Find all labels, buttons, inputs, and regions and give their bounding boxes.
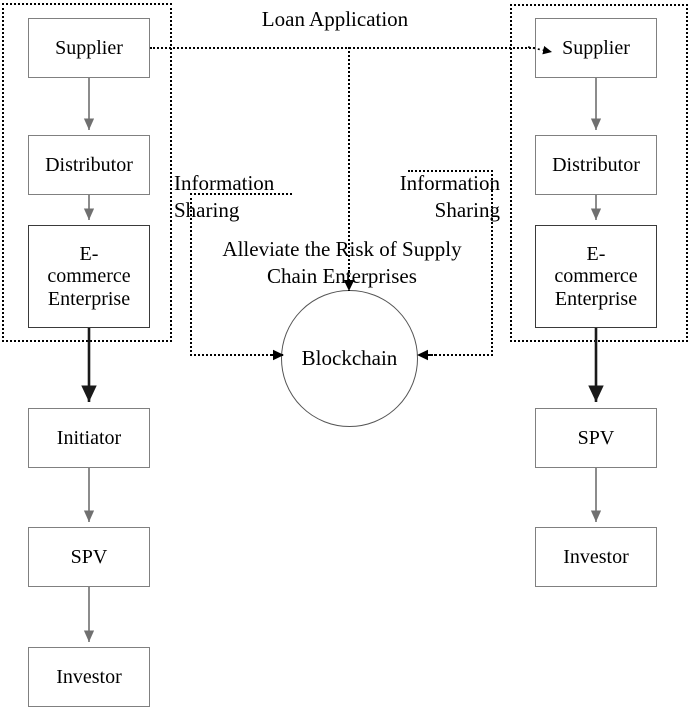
node-right-ecommerce-enterprise[interactable]: E- commerce Enterprise — [535, 225, 657, 328]
node-label: Investor — [56, 665, 122, 688]
label-information-sharing-right: Information Sharing — [399, 171, 500, 223]
node-label: Investor — [563, 545, 629, 568]
arrow-loan-application-to-right-supplier — [527, 45, 553, 55]
node-right-spv[interactable]: SPV — [535, 408, 657, 468]
label-loan-application: Loan Application — [261, 7, 409, 31]
loan-application-path-vertical — [348, 47, 350, 289]
node-right-investor[interactable]: Investor — [535, 527, 657, 587]
node-label: Distributor — [552, 153, 640, 176]
node-label: Supplier — [55, 36, 123, 59]
node-left-investor[interactable]: Investor — [28, 647, 150, 707]
node-label: Distributor — [45, 153, 133, 176]
supply-chain-group-left — [2, 3, 172, 342]
node-left-ecommerce-enterprise[interactable]: E- commerce Enterprise — [28, 225, 150, 328]
node-blockchain[interactable]: Blockchain — [281, 290, 418, 427]
node-right-supplier[interactable]: Supplier — [535, 18, 657, 78]
node-left-spv[interactable]: SPV — [28, 527, 150, 587]
label-information-sharing-left: Information Sharing — [174, 171, 275, 223]
node-left-supplier[interactable]: Supplier — [28, 18, 150, 78]
node-right-distributor[interactable]: Distributor — [535, 135, 657, 195]
node-label: Initiator — [56, 426, 122, 449]
node-label: SPV — [70, 545, 108, 568]
node-label: E- commerce Enterprise — [554, 242, 638, 310]
node-left-distributor[interactable]: Distributor — [28, 135, 150, 195]
node-label: Blockchain — [301, 346, 398, 370]
node-label: E- commerce Enterprise — [47, 242, 131, 310]
node-left-initiator[interactable]: Initiator — [28, 408, 150, 468]
supply-chain-group-right — [510, 4, 688, 342]
information-sharing-path-left — [190, 193, 292, 356]
label-alleviate-risk-note: Alleviate the Risk of Supply Chain Enter… — [222, 237, 462, 289]
information-sharing-path-right — [408, 170, 493, 356]
node-label: SPV — [577, 426, 615, 449]
loan-application-path-horizontal — [150, 47, 550, 49]
node-label: Supplier — [562, 36, 630, 59]
